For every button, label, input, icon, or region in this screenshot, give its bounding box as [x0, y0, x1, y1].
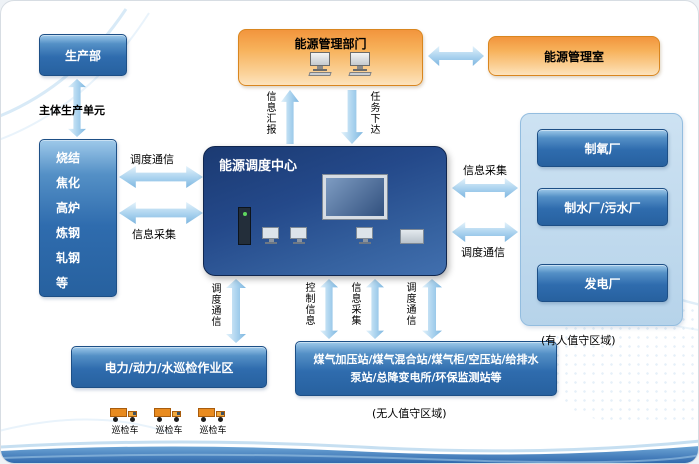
- oxygen-plant-label: 制氧厂: [584, 141, 621, 156]
- report-up-label: 信息汇报: [264, 91, 275, 135]
- workstation-icon: [262, 227, 280, 244]
- production-dept-box: 生产部: [39, 34, 127, 76]
- stations-box: 煤气加压站/煤气混合站/煤气柜/空压站/给排水泵站/总降变电所/环保监测站等: [295, 341, 557, 396]
- energy-mgmt-dept-label: 能源管理部门: [294, 37, 367, 51]
- energy-mgmt-room-label: 能源管理室: [543, 49, 604, 64]
- manned-area-panel: 制氧厂 制水厂/污水厂 发电厂: [520, 113, 683, 326]
- patrol-area-box: 电力/动力/水巡检作业区: [71, 346, 267, 388]
- dispatch-comm-label: 调度通信: [404, 282, 415, 326]
- unmanned-area-caption: (无人值守区域): [372, 407, 447, 420]
- right-dispatch-label: 调度通信: [461, 246, 505, 259]
- workstation-icon: [356, 227, 374, 244]
- right-collect-label: 信息采集: [463, 164, 507, 177]
- info-collect-label: 信息采集: [349, 282, 360, 326]
- control-info-label: 控制信息: [303, 282, 314, 326]
- truck-label: 巡检车: [155, 426, 183, 436]
- patrol-area-label: 电力/动力/水巡检作业区: [104, 360, 234, 375]
- control-screen-icon: [322, 174, 388, 220]
- patrol-truck: 巡检车: [195, 407, 231, 436]
- unit-label: 高炉: [56, 201, 81, 215]
- printer-icon: [400, 229, 424, 244]
- unit-label: 等: [56, 276, 69, 290]
- computer-icon: [307, 52, 333, 76]
- patrol-dispatch-label: 调度通信: [209, 283, 220, 327]
- unit-label: 烧结: [56, 151, 81, 165]
- truck-icon: [198, 407, 228, 422]
- energy-mgmt-room-box: 能源管理室: [488, 36, 660, 76]
- computer-icon: [347, 52, 373, 76]
- production-units-box: 烧结 焦化 高炉 炼钢 轧钢 等: [39, 139, 117, 297]
- truck-label: 巡检车: [199, 426, 227, 436]
- stations-label: 煤气加压站/煤气混合站/煤气柜/空压站/给排水泵站/总降变电所/环保监测站等: [313, 353, 539, 384]
- left-collect-label: 信息采集: [132, 228, 176, 241]
- truck-icon: [154, 407, 184, 422]
- left-dispatch-label: 调度通信: [130, 153, 174, 166]
- water-plant-label: 制水厂/污水厂: [564, 200, 641, 215]
- unit-label: 轧钢: [56, 251, 81, 265]
- main-unit-label: 主体生产单元: [39, 104, 105, 117]
- manned-area-caption: (有人值守区域): [541, 334, 616, 347]
- truck-icon: [110, 407, 140, 422]
- truck-label: 巡检车: [111, 426, 139, 436]
- dispatch-center-title: 能源调度中心: [219, 159, 298, 174]
- power-plant-box: 发电厂: [537, 264, 668, 302]
- water-plant-box: 制水厂/污水厂: [537, 188, 668, 226]
- production-dept-label: 生产部: [64, 48, 101, 63]
- dispatch-center-box: 能源调度中心: [203, 146, 447, 276]
- workstation-icon: [290, 227, 308, 244]
- task-down-label: 任务下达: [368, 91, 379, 135]
- power-plant-label: 发电厂: [584, 276, 621, 291]
- energy-mgmt-dept-box: 能源管理部门: [238, 29, 423, 86]
- patrol-truck: 巡检车: [151, 407, 187, 436]
- unit-label: 炼钢: [56, 226, 81, 240]
- oxygen-plant-box: 制氧厂: [537, 129, 668, 167]
- patrol-truck: 巡检车: [107, 407, 143, 436]
- server-tower-icon: [238, 207, 251, 245]
- unit-label: 焦化: [56, 176, 81, 190]
